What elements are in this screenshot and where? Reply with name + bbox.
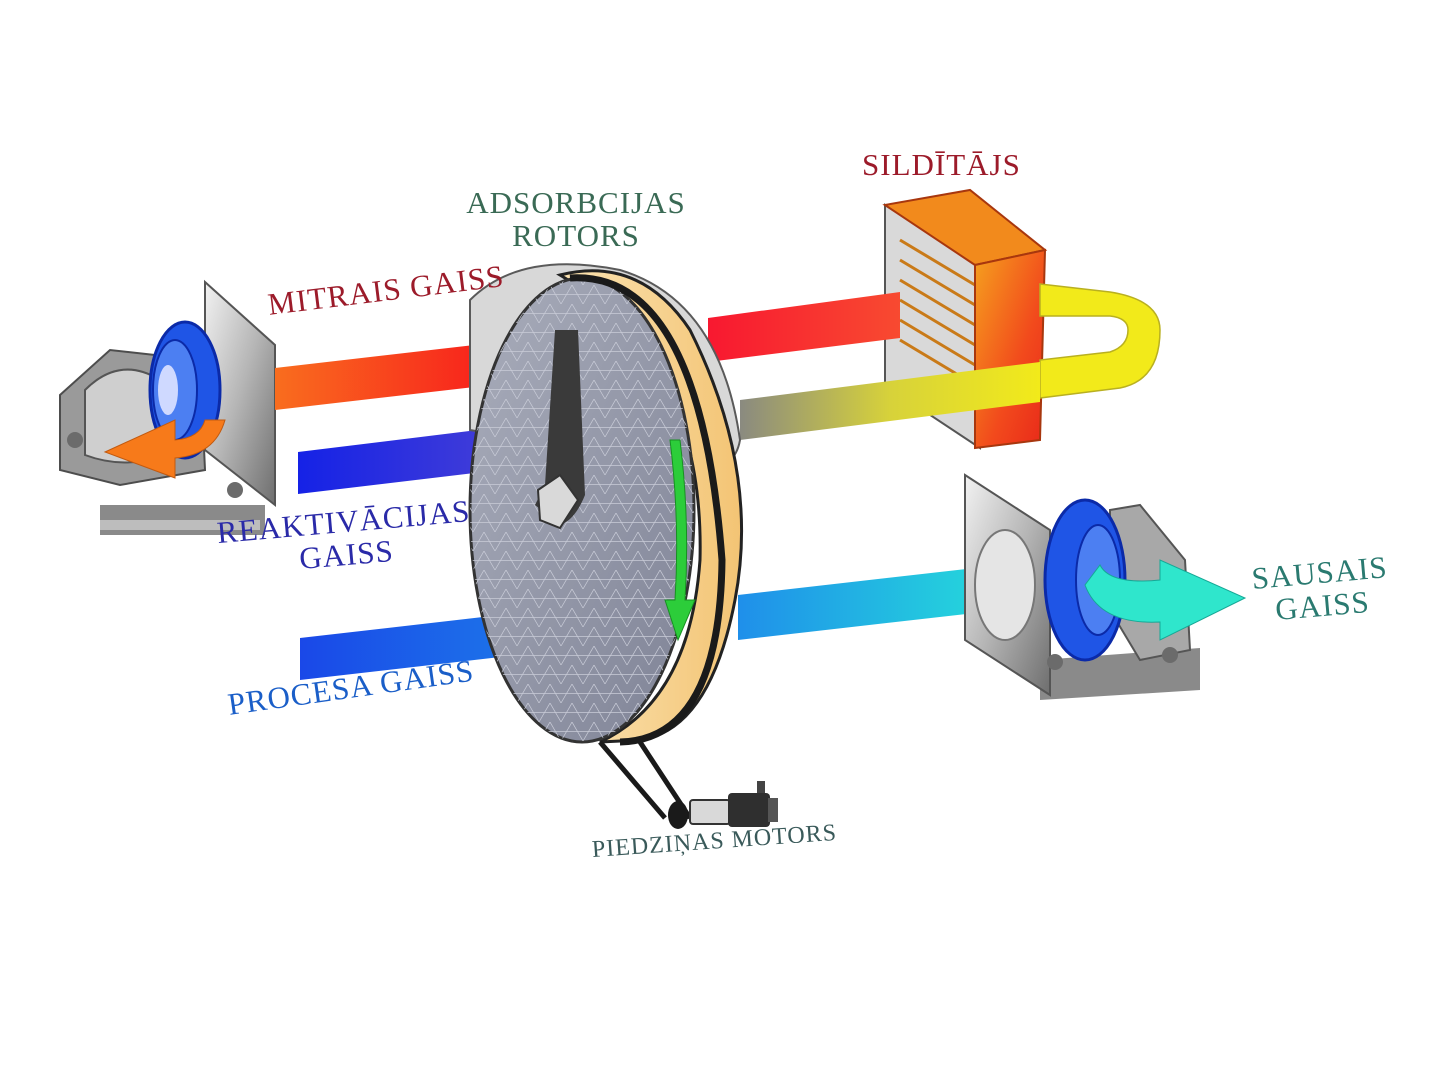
right-fan-icon [964, 473, 1247, 700]
humid-air-duct [275, 340, 518, 410]
hot-air-duct [708, 292, 900, 362]
adsorption-rotor-icon [468, 263, 744, 820]
rotor-label: ADSORBCIJAS ROTORS [448, 186, 704, 252]
drive-motor-icon [668, 781, 778, 829]
left-fan-icon [59, 279, 276, 535]
rotation-arrow-icon [664, 439, 696, 642]
rotor-label-line2: ROTORS [512, 218, 640, 253]
return-air-duct [740, 362, 1040, 440]
heater-loop-duct [1039, 283, 1161, 399]
rotor-label-line1: ADSORBCIJAS [466, 185, 686, 220]
heater-label: SILDĪTĀJS [862, 147, 1021, 182]
